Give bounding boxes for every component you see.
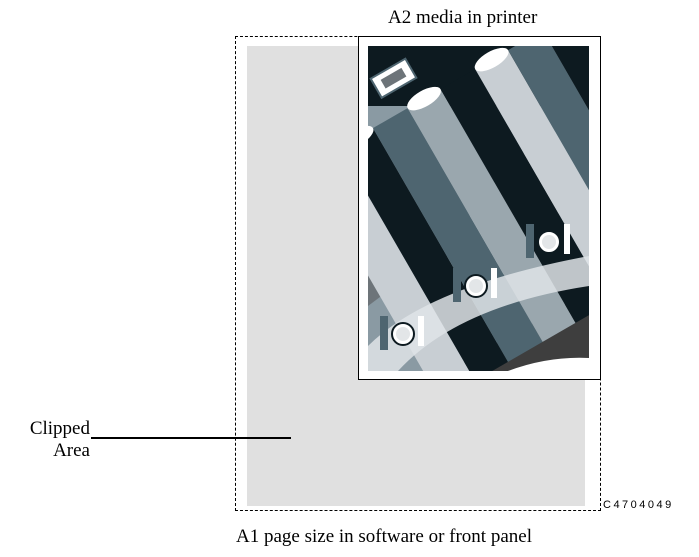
clipped-area-leader-line: [91, 437, 291, 439]
a2-media-caption: A2 media in printer: [388, 7, 538, 28]
printhead-artwork-image: [368, 46, 589, 371]
a1-page-caption: A1 page size in software or front panel: [236, 526, 532, 547]
clipped-area-label: Clipped Area: [10, 418, 90, 462]
clipped-label-line2: Area: [53, 440, 90, 461]
figure-code: C4704049: [603, 499, 674, 511]
clipped-label-line1: Clipped: [29, 418, 90, 439]
